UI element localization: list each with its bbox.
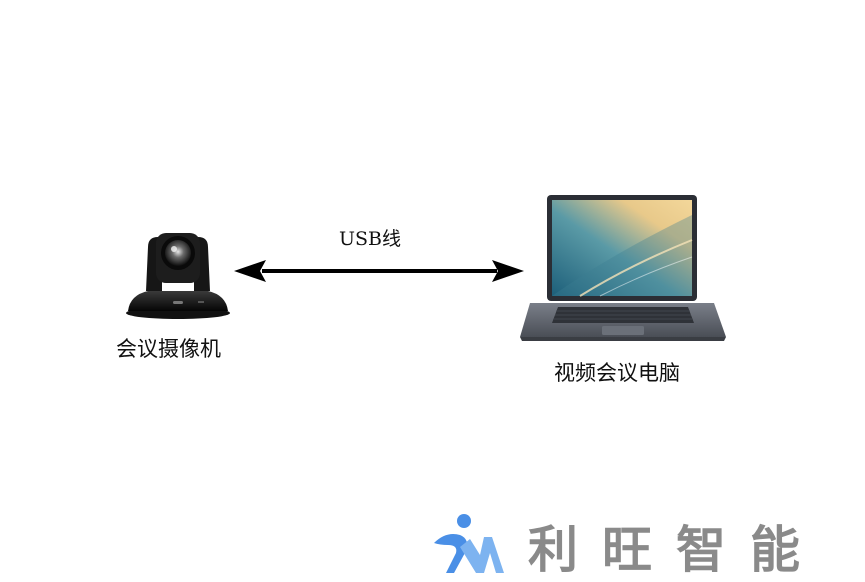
brand-name: 利旺智能	[528, 521, 824, 579]
conference-camera-icon	[126, 233, 230, 319]
laptop-icon	[520, 195, 726, 341]
camera-label: 会议摄像机	[116, 337, 221, 361]
arrowhead-left	[234, 260, 266, 282]
liwang-logo-icon	[434, 514, 504, 573]
brand-logo	[430, 513, 508, 575]
laptop-label: 视频会议电脑	[554, 361, 680, 385]
camera-node	[118, 225, 238, 320]
usb-cable-label: USB线	[339, 228, 401, 250]
laptop-node	[520, 195, 730, 345]
